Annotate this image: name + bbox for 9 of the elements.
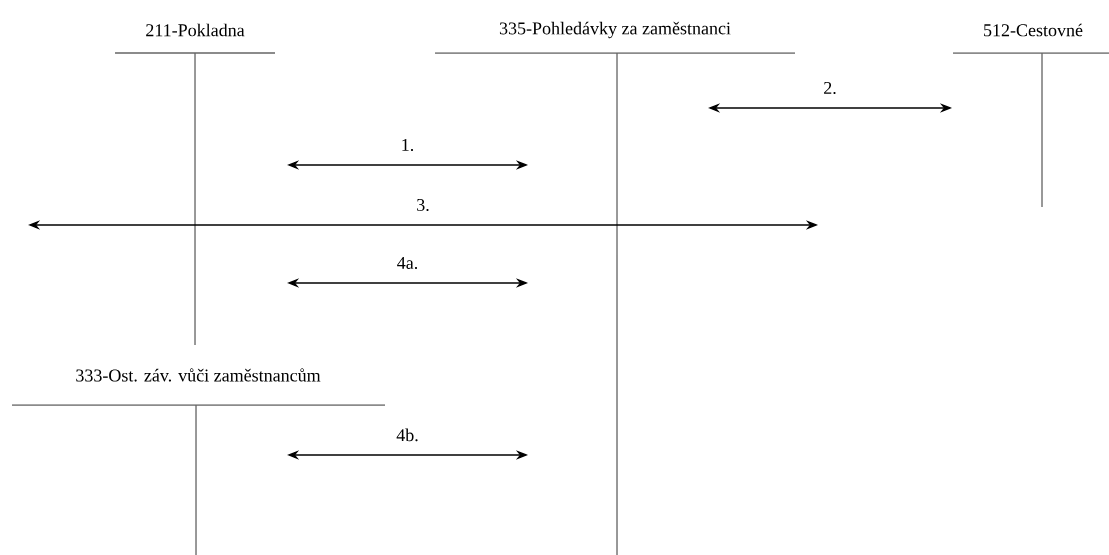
t-account: 512-Cestovné (952, 23, 1109, 208)
edge-label: 4a. (395, 255, 420, 271)
edge-label: 4b. (394, 427, 421, 443)
t-account: 211-Pokladna (114, 23, 276, 346)
edge-label: 1. (399, 137, 416, 153)
t-account: 333-Ost. záv. vůči zaměstnancům (11, 368, 386, 555)
edge-label: 2. (821, 80, 839, 96)
edge-label: 3. (414, 197, 432, 213)
t-account: 335-Pohledávky za zaměstnanci (434, 21, 796, 555)
